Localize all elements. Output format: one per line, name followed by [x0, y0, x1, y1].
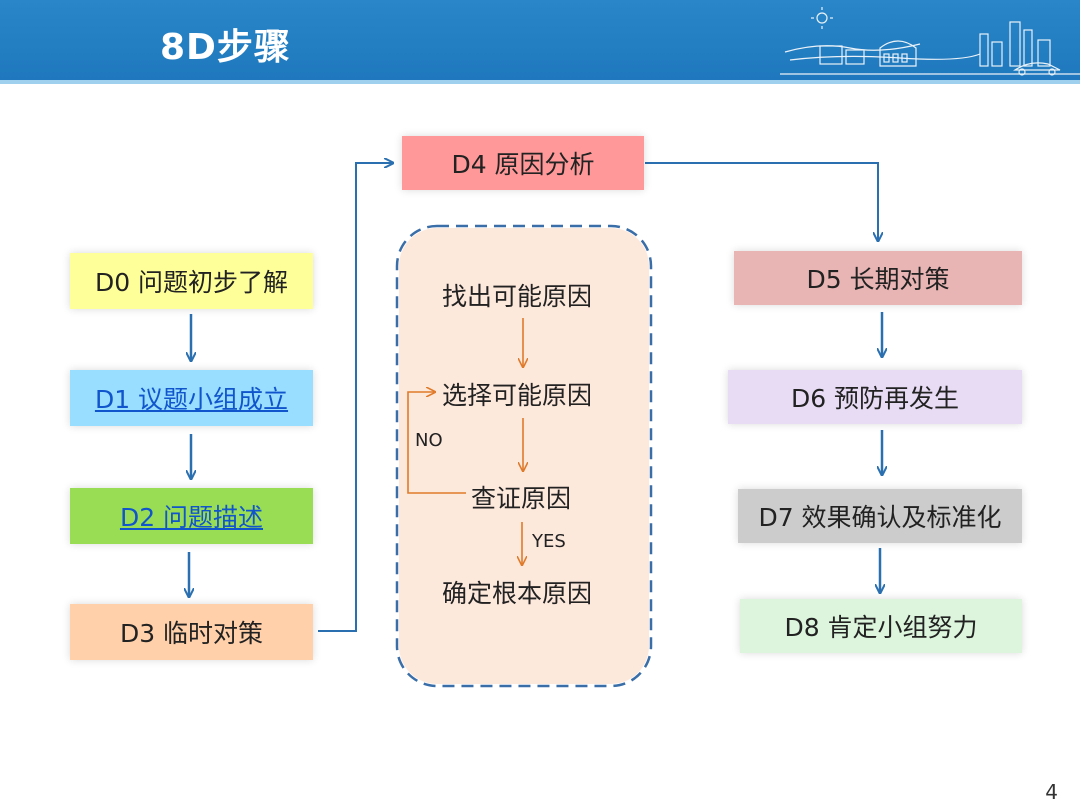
step-d8: D8 肯定小组努力 — [740, 599, 1022, 653]
page-number: 4 — [1045, 780, 1058, 804]
substep-root-cause: 确定根本原因 — [442, 579, 593, 608]
arrow-d4-d5 — [645, 162, 878, 240]
substep-select-causes: 选择可能原因 — [442, 381, 593, 410]
no-label: NO — [415, 430, 443, 451]
step-d5-label: D5 长期对策 — [806, 265, 950, 294]
step-d0: D0 问题初步了解 — [70, 253, 313, 309]
step-d8-label: D8 肯定小组努力 — [784, 613, 978, 642]
substep-verify-causes: 查证原因 — [471, 484, 572, 513]
step-d1[interactable]: D1 议题小组成立 — [70, 370, 313, 426]
step-d6-label: D6 预防再发生 — [790, 384, 960, 413]
yes-label: YES — [532, 531, 566, 552]
step-d7-label: D7 效果确认及标准化 — [758, 503, 1002, 532]
arrow-d3-d4 — [318, 163, 392, 632]
analysis-panel-border — [395, 224, 653, 688]
step-d7: D7 效果确认及标准化 — [738, 489, 1022, 543]
step-d2-link[interactable]: D2 问题描述 — [119, 503, 264, 532]
step-d0-label: D0 问题初步了解 — [94, 268, 289, 297]
step-d5: D5 长期对策 — [734, 251, 1022, 305]
slide-title: 8D步骤 — [160, 27, 291, 68]
city-skyline-logo — [780, 7, 1080, 76]
step-d2[interactable]: D2 问题描述 — [70, 488, 313, 544]
step-d4: D4 原因分析 — [402, 136, 644, 190]
step-d3-label: D3 临时对策 — [119, 619, 264, 648]
header-bar — [0, 0, 1080, 80]
arrow-no-loop — [407, 392, 466, 494]
step-d4-label: D4 原因分析 — [451, 150, 595, 179]
step-d6: D6 预防再发生 — [728, 370, 1022, 424]
step-d3: D3 临时对策 — [70, 604, 313, 660]
step-d1-link[interactable]: D1 议题小组成立 — [94, 385, 289, 414]
header-divider — [0, 80, 1080, 84]
substep-find-causes: 找出可能原因 — [442, 282, 593, 311]
